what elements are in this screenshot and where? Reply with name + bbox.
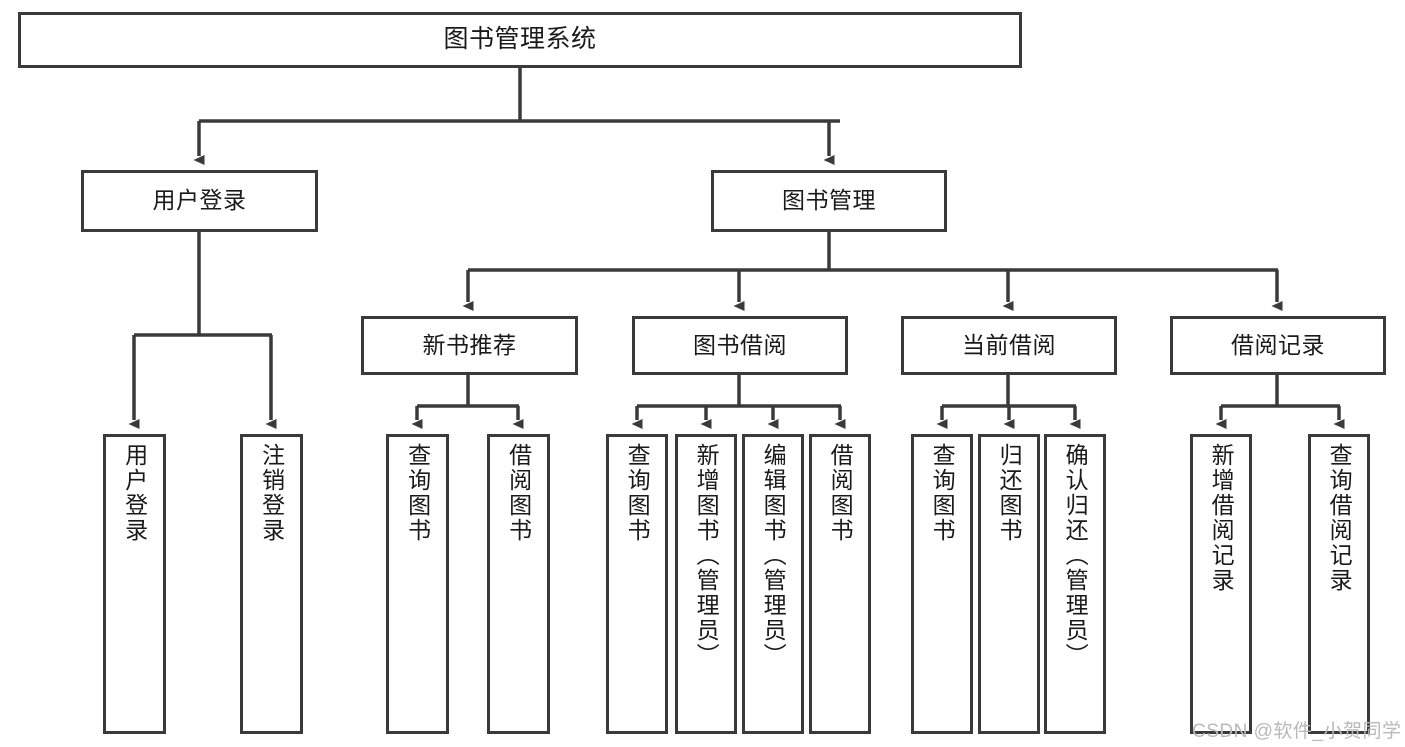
node-label: 编辑图书（管理员）: [760, 443, 787, 668]
node-label: 查询图书: [404, 443, 431, 543]
node-label: 用户登录: [121, 443, 148, 543]
node-label: 新书推荐: [422, 331, 517, 358]
node-label: 新增借阅记录: [1208, 443, 1235, 593]
node-leaf-add-book[interactable]: 新增图书（管理员）: [675, 434, 737, 734]
node-leaf-query-record[interactable]: 查询借阅记录: [1308, 434, 1370, 734]
node-leaf-query-book-2[interactable]: 查询图书: [606, 434, 668, 734]
node-label: 图书管理系统: [443, 25, 597, 54]
node-label: 确认归还（管理员）: [1062, 443, 1089, 668]
node-label: 借阅记录: [1231, 331, 1325, 358]
node-leaf-return-book[interactable]: 归还图书: [978, 434, 1040, 734]
node-book-management[interactable]: 图书管理: [711, 170, 947, 232]
node-user-login[interactable]: 用户登录: [81, 170, 318, 232]
node-leaf-query-book-3[interactable]: 查询图书: [911, 434, 973, 734]
node-label: 新增图书（管理员）: [693, 443, 720, 668]
node-leaf-edit-book[interactable]: 编辑图书（管理员）: [742, 434, 804, 734]
node-borrow-record[interactable]: 借阅记录: [1170, 316, 1386, 375]
node-label: 用户登录: [152, 187, 247, 214]
node-label: 查询图书: [624, 443, 651, 543]
node-leaf-borrow-book-1[interactable]: 借阅图书: [487, 434, 550, 734]
node-leaf-add-record[interactable]: 新增借阅记录: [1190, 434, 1252, 734]
node-leaf-confirm-return[interactable]: 确认归还（管理员）: [1044, 434, 1106, 734]
node-label: 查询图书: [929, 443, 956, 543]
node-label: 查询借阅记录: [1326, 443, 1353, 593]
node-label: 借阅图书: [827, 443, 854, 543]
node-leaf-logout[interactable]: 注销登录: [240, 434, 303, 734]
node-label: 借阅图书: [505, 443, 532, 543]
node-label: 图书管理: [782, 187, 876, 214]
node-root-system[interactable]: 图书管理系统: [18, 12, 1022, 68]
node-leaf-query-book-1[interactable]: 查询图书: [386, 434, 449, 734]
node-new-book-recommend[interactable]: 新书推荐: [361, 316, 578, 375]
node-label: 图书借阅: [693, 331, 787, 358]
node-label: 归还图书: [996, 443, 1023, 543]
csdn-watermark: CSDN @软件_小贺同学: [1192, 721, 1402, 742]
node-leaf-user-login[interactable]: 用户登录: [103, 434, 166, 734]
node-current-borrow[interactable]: 当前借阅: [901, 316, 1117, 375]
node-book-borrow[interactable]: 图书借阅: [632, 316, 848, 375]
node-label: 注销登录: [258, 443, 285, 543]
node-label: 当前借阅: [962, 331, 1056, 358]
node-leaf-borrow-book-2[interactable]: 借阅图书: [809, 434, 871, 734]
